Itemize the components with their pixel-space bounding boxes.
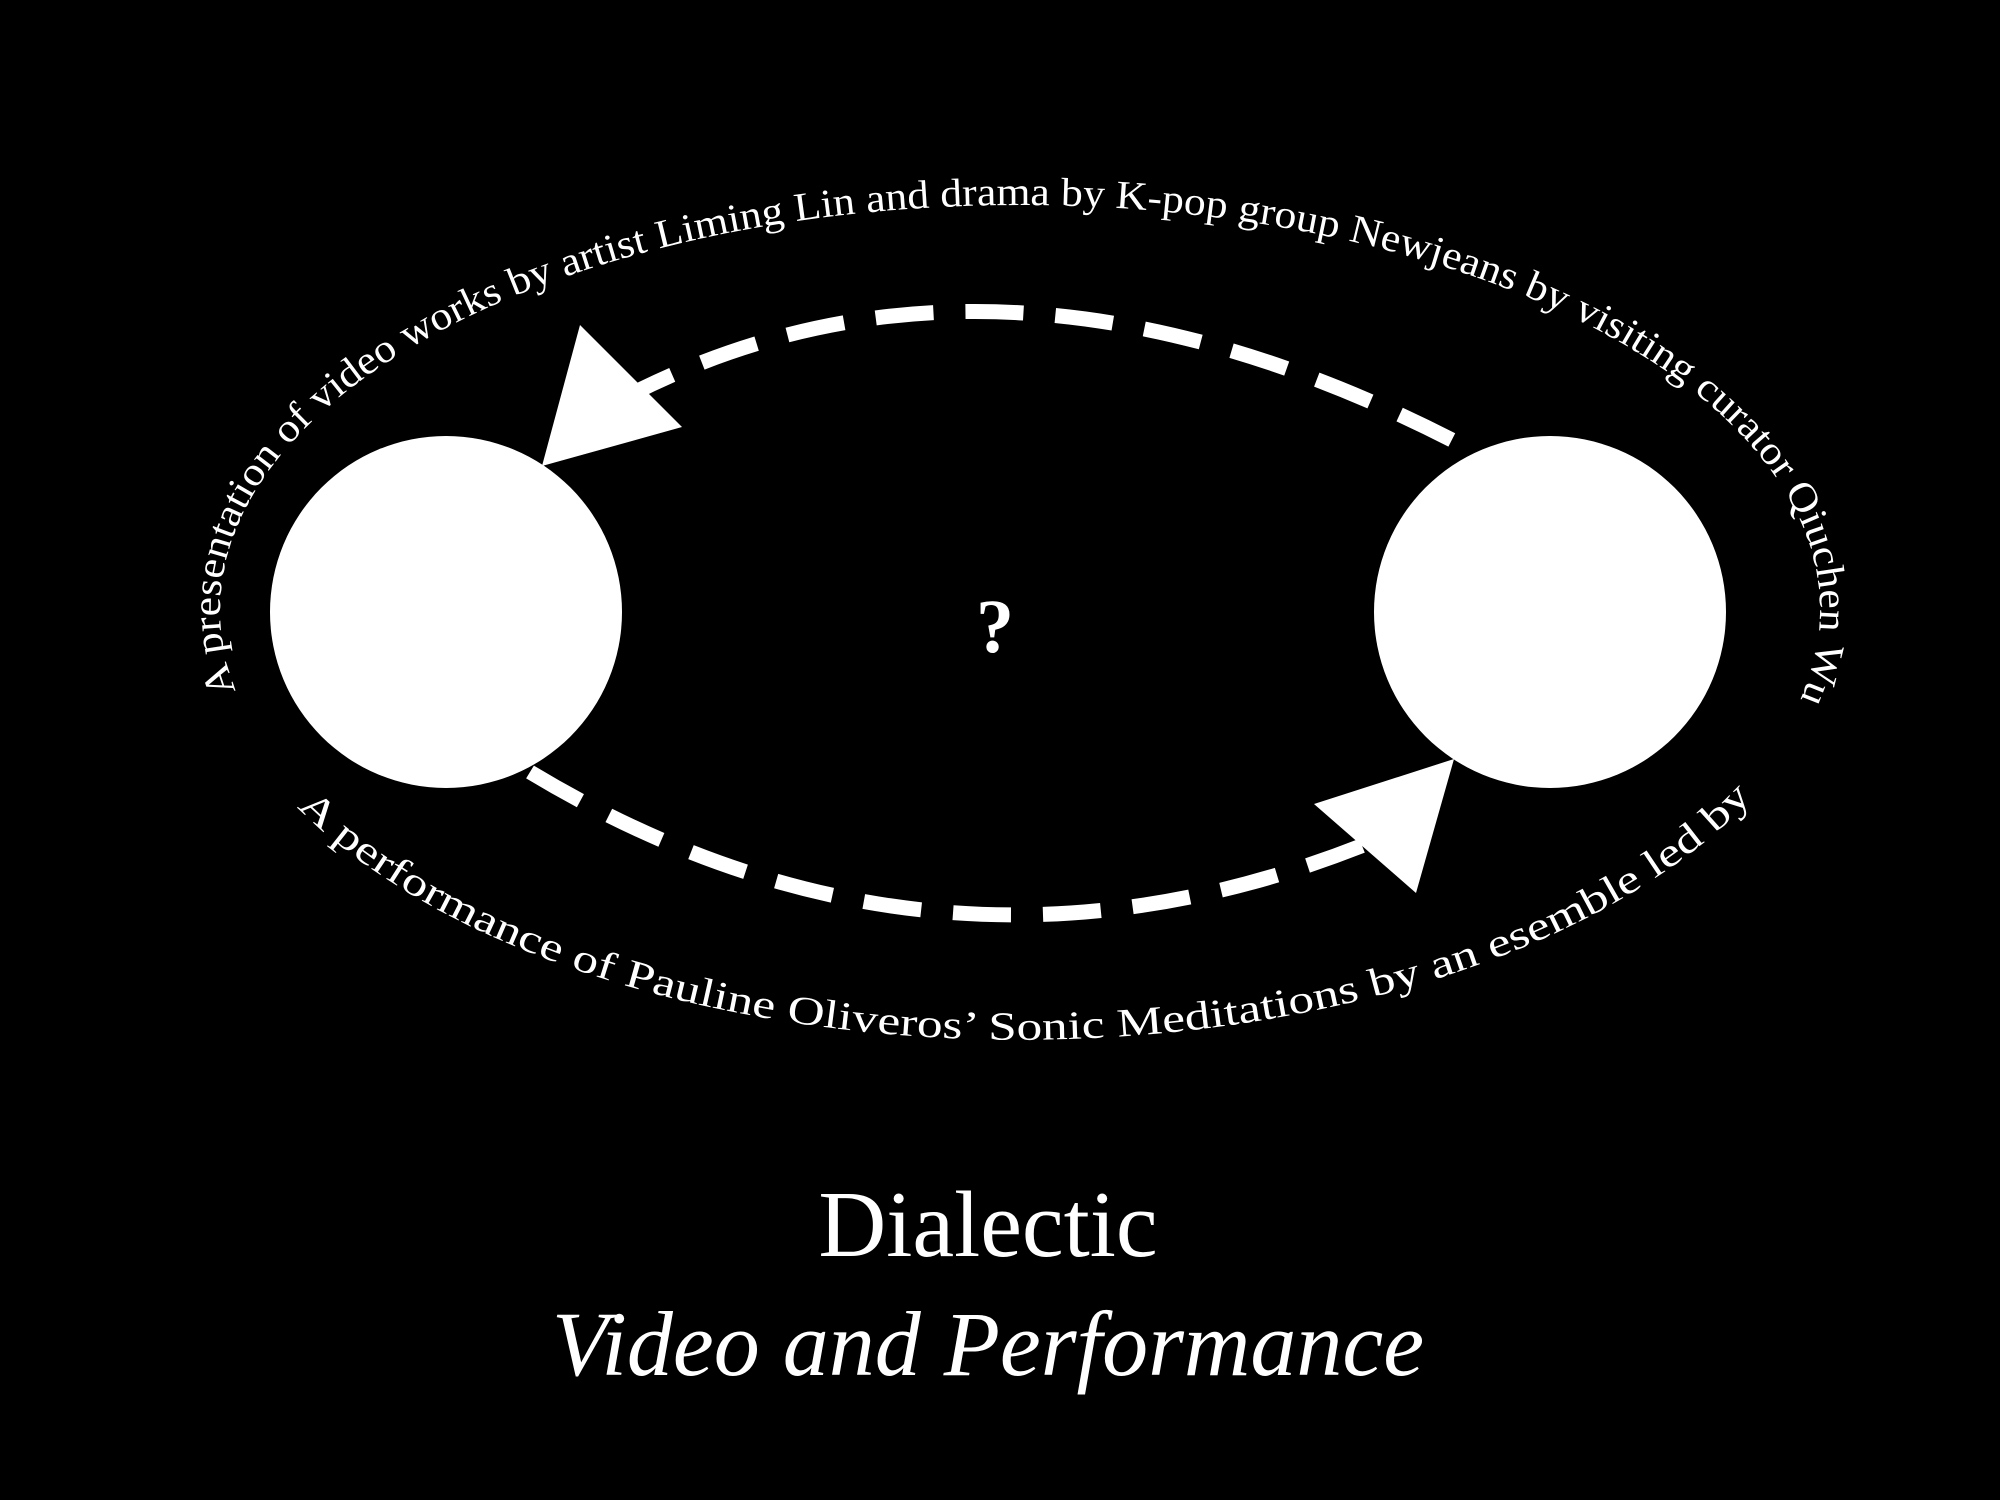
top-dashed-arc <box>616 304 1479 459</box>
title: Dialectic <box>818 1173 1157 1277</box>
subtitle: Video and Performance <box>552 1293 1424 1395</box>
question-mark: ? <box>976 585 1014 669</box>
left-circle <box>270 436 622 788</box>
left-arrowhead-icon <box>542 325 682 466</box>
right-circle <box>1374 436 1726 788</box>
bottom-dashed-arc <box>526 765 1403 923</box>
right-arrowhead-icon <box>1314 759 1454 893</box>
